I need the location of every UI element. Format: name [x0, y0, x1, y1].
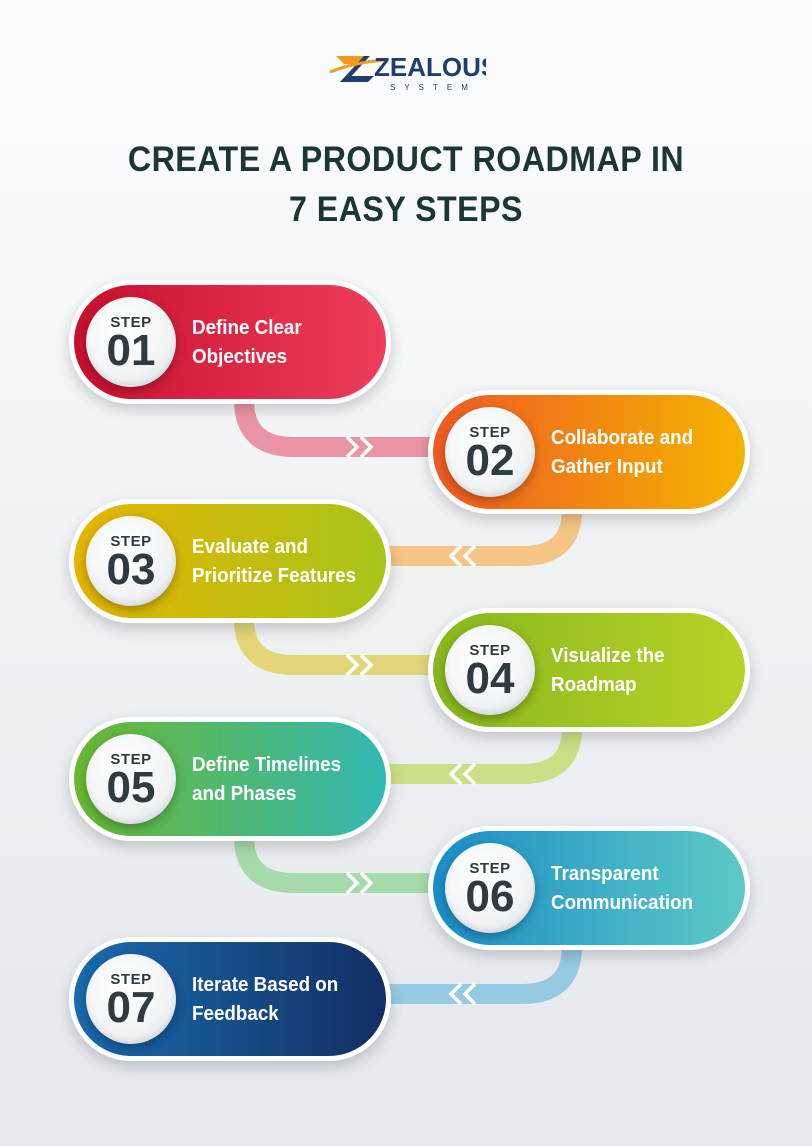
step-title-line-2: Roadmap [551, 674, 637, 696]
logo-tagline: SYSTEM [390, 83, 477, 92]
connector-5-to-6 [234, 836, 432, 895]
step-label: STEP [110, 751, 152, 768]
chevron-arrow-icon [359, 871, 374, 895]
step-title-line-1: Collaborate and [551, 427, 694, 449]
step-label: STEP [469, 642, 511, 659]
logo-name: ZEALOUS [374, 52, 486, 82]
step-title: Define Timelines and Phases [192, 751, 376, 809]
logo: ZEALOUS SYSTEM [0, 38, 812, 98]
chevron-arrow-icon [462, 982, 477, 1006]
chevron-arrow-icon [448, 982, 463, 1006]
step-number: 03 [106, 545, 156, 594]
connector-3-to-4 [234, 618, 432, 677]
chevron-arrow-icon [448, 544, 463, 568]
step-label: STEP [110, 314, 152, 331]
step-title-line-1: Define Timelines [192, 754, 342, 776]
chevron-arrow-icon [462, 762, 477, 786]
step-number: 06 [465, 872, 515, 921]
chevron-arrow-icon [345, 653, 360, 677]
chevron-arrow-icon [462, 544, 477, 568]
step-title-line-2: Communication [551, 892, 694, 914]
page-title-line-1: CREATE A PRODUCT ROADMAP IN [127, 140, 685, 179]
chevron-arrow-icon [359, 435, 374, 459]
page-title-line-2: 7 EASY STEPS [288, 190, 523, 229]
chevron-arrow-icon [448, 762, 463, 786]
chevron-arrow-icon [345, 435, 360, 459]
zealous-logo-icon: ZEALOUS SYSTEM [329, 52, 486, 92]
step-label: STEP [110, 533, 152, 550]
connector-1-to-2 [234, 399, 432, 459]
step-title-line-2: Gather Input [551, 456, 663, 478]
step-number: 04 [465, 654, 515, 703]
chevron-arrow-icon [345, 871, 360, 895]
step-title-line-2: and Phases [192, 783, 297, 805]
connector-path [388, 727, 582, 784]
connector-path [234, 836, 432, 893]
connector-6-to-7 [388, 945, 582, 1006]
step-title: Iterate Based on Feedback [192, 971, 376, 1029]
step-number: 07 [106, 983, 156, 1032]
step-title-line-2: Feedback [192, 1003, 279, 1025]
step-label: STEP [469, 860, 511, 877]
step-label: STEP [469, 424, 511, 441]
step-number: 05 [106, 763, 156, 812]
connector-4-to-5 [388, 727, 582, 786]
connector-2-to-3 [388, 509, 582, 568]
connector-path [234, 399, 432, 457]
chevron-arrow-icon [359, 653, 374, 677]
step-title-line-1: Visualize the [551, 645, 665, 667]
connector-path [234, 618, 432, 675]
connector-path [388, 509, 582, 566]
step-number: 02 [465, 436, 515, 485]
step-number: 01 [106, 326, 156, 375]
connector-path [388, 945, 582, 1004]
step-title-line-1: Define Clear [192, 317, 302, 339]
step-title-line-1: Iterate Based on [192, 974, 339, 996]
step-title-line-2: Objectives [192, 346, 288, 368]
step-title-line-2: Prioritize Features [192, 565, 357, 587]
step-title-line-1: Evaluate and [192, 536, 308, 558]
step-title-line-1: Transparent [551, 863, 659, 885]
step-label: STEP [110, 971, 152, 988]
